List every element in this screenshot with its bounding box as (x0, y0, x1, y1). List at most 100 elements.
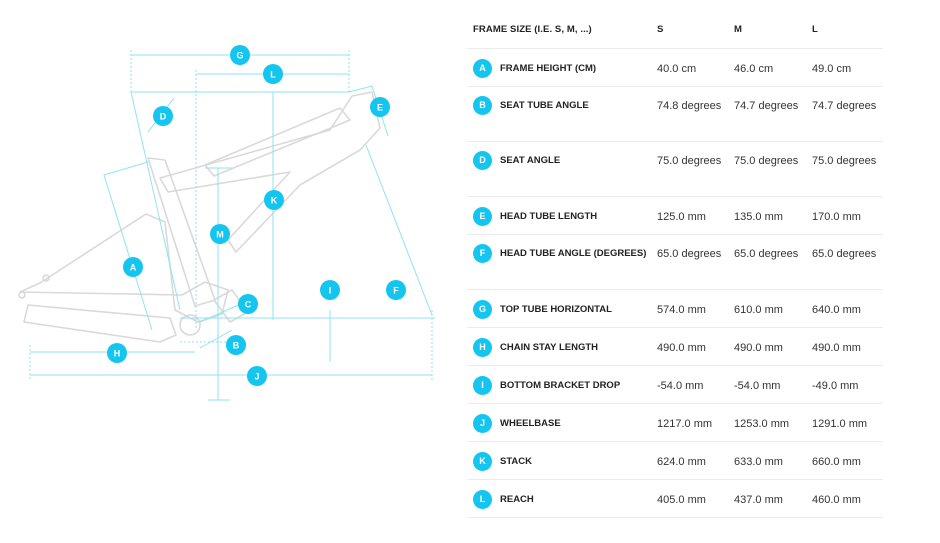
column-header-m: M (728, 10, 806, 49)
cell-s: 65.0 degrees (651, 234, 728, 290)
table-row: E HEAD TUBE LENGTH 125.0 mm 135.0 mm 170.… (467, 196, 883, 235)
marker-l[interactable]: L (263, 64, 283, 84)
row-badge: K (473, 451, 492, 471)
marker-f[interactable]: F (386, 280, 406, 300)
row-badge: L (473, 489, 492, 509)
row-label: STACK (500, 455, 533, 467)
cell-s: 74.8 degrees (651, 86, 728, 142)
row-label: WHEELBASE (500, 417, 561, 429)
marker-d[interactable]: D (153, 106, 173, 126)
bike-frame-outline (18, 91, 381, 343)
marker-m-label: M (216, 230, 224, 240)
marker-e[interactable]: E (370, 97, 390, 117)
cell-l: 640.0 mm (806, 289, 883, 328)
marker-m[interactable]: M (210, 224, 230, 244)
cell-m: 490.0 mm (728, 327, 806, 366)
row-badge: E (473, 206, 492, 226)
row-badge: F (473, 243, 492, 263)
marker-l-label: L (270, 70, 276, 80)
cell-l: 74.7 degrees (806, 86, 883, 142)
marker-j[interactable]: J (247, 366, 267, 386)
cell-m: 633.0 mm (728, 441, 806, 480)
table-row: J WHEELBASE 1217.0 mm 1253.0 mm 1291.0 mm (467, 403, 883, 442)
cell-l: 75.0 degrees (806, 141, 883, 197)
column-header-s: S (651, 10, 728, 49)
table-row: L REACH 405.0 mm 437.0 mm 460.0 mm (467, 479, 883, 518)
marker-h-label: H (114, 349, 121, 359)
diagram-markers: G L E D K M A I F C H B J (107, 45, 406, 386)
marker-c-label: C (245, 300, 252, 310)
row-badge: I (473, 375, 492, 395)
row-label: TOP TUBE HORIZONTAL (500, 303, 612, 315)
cell-m: -54.0 mm (728, 365, 806, 404)
marker-g[interactable]: G (230, 45, 250, 65)
cell-m: 135.0 mm (728, 196, 806, 235)
cell-l: 490.0 mm (806, 327, 883, 366)
cell-l: 660.0 mm (806, 441, 883, 480)
marker-a[interactable]: A (123, 257, 143, 277)
table-row: K STACK 624.0 mm 633.0 mm 660.0 mm (467, 441, 883, 480)
row-label: FRAME HEIGHT (CM) (500, 62, 597, 74)
marker-j-label: J (254, 372, 259, 382)
cell-m: 74.7 degrees (728, 86, 806, 142)
row-label: HEAD TUBE LENGTH (500, 210, 598, 222)
row-label: HEAD TUBE ANGLE (DEGREES) (500, 247, 647, 259)
row-badge: B (473, 95, 492, 115)
marker-b[interactable]: B (226, 335, 246, 355)
cell-m: 1253.0 mm (728, 403, 806, 442)
table-row: H CHAIN STAY LENGTH 490.0 mm 490.0 mm 490… (467, 327, 883, 366)
row-badge: G (473, 299, 492, 319)
marker-b-label: B (233, 341, 240, 351)
marker-a-label: A (130, 263, 137, 273)
column-header-l: L (806, 10, 883, 49)
cell-s: 75.0 degrees (651, 141, 728, 197)
row-badge: D (473, 150, 492, 170)
cell-l: 49.0 cm (806, 48, 883, 87)
table-row: D SEAT ANGLE 75.0 degrees 75.0 degrees 75… (467, 141, 883, 197)
marker-e-label: E (377, 103, 383, 113)
cell-m: 65.0 degrees (728, 234, 806, 290)
cell-s: 574.0 mm (651, 289, 728, 328)
cell-l: 1291.0 mm (806, 403, 883, 442)
geometry-table: FRAME SIZE (I.E. S, M, ...) S M L A FRAME… (467, 10, 883, 518)
row-badge: H (473, 337, 492, 357)
bike-geometry-diagram: G L E D K M A I F C H B J (18, 45, 435, 401)
dimension-lines (29, 50, 435, 401)
cell-m: 610.0 mm (728, 289, 806, 328)
cell-s: 1217.0 mm (651, 403, 728, 442)
cell-s: 624.0 mm (651, 441, 728, 480)
row-badge: J (473, 413, 492, 433)
marker-i[interactable]: I (320, 280, 340, 300)
row-label: CHAIN STAY LENGTH (500, 341, 599, 353)
cell-s: 125.0 mm (651, 196, 728, 235)
row-label: BOTTOM BRACKET DROP (500, 379, 621, 391)
row-label: REACH (500, 493, 534, 505)
column-header-frame-size: FRAME SIZE (I.E. S, M, ...) (467, 10, 651, 49)
marker-f-label: F (393, 286, 399, 296)
cell-s: 405.0 mm (651, 479, 728, 518)
marker-d-label: D (160, 112, 167, 122)
marker-h[interactable]: H (107, 343, 127, 363)
marker-c[interactable]: C (238, 294, 258, 314)
cell-l: 65.0 degrees (806, 234, 883, 290)
cell-s: 40.0 cm (651, 48, 728, 87)
cell-l: 170.0 mm (806, 196, 883, 235)
marker-i-label: I (329, 286, 332, 296)
table-header-row: FRAME SIZE (I.E. S, M, ...) S M L (467, 10, 883, 49)
cell-s: 490.0 mm (651, 327, 728, 366)
marker-k-label: K (271, 196, 278, 206)
marker-k[interactable]: K (264, 190, 284, 210)
marker-g-label: G (236, 51, 243, 61)
row-badge: A (473, 58, 492, 78)
cell-l: 460.0 mm (806, 479, 883, 518)
cell-s: -54.0 mm (651, 365, 728, 404)
row-label: SEAT ANGLE (500, 154, 561, 166)
table-row: B SEAT TUBE ANGLE 74.8 degrees 74.7 degre… (467, 86, 883, 142)
row-label: SEAT TUBE ANGLE (500, 99, 589, 111)
table-row: G TOP TUBE HORIZONTAL 574.0 mm 610.0 mm 6… (467, 289, 883, 328)
cell-m: 437.0 mm (728, 479, 806, 518)
cell-m: 75.0 degrees (728, 141, 806, 197)
